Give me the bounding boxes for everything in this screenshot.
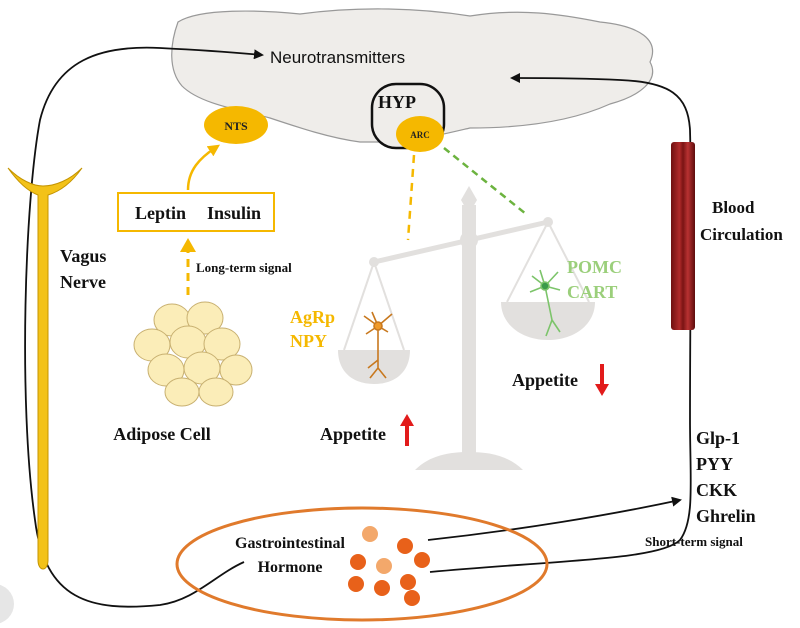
appetite-down-arrow — [595, 364, 609, 396]
leptin-to-nts-arrow — [186, 144, 220, 191]
blood-label-line1: Blood — [712, 198, 755, 217]
nts-nucleus — [204, 106, 268, 144]
gi-ellipse — [175, 506, 549, 622]
arc-to-pomc-dash — [443, 147, 527, 215]
arc-nucleus — [396, 116, 444, 152]
corner-decoration — [0, 584, 14, 624]
pomc-label-line1: POMC — [567, 257, 622, 277]
hormone-pyy: PYY — [696, 454, 733, 474]
blood-label-line2: Circulation — [700, 225, 783, 244]
long-term-arrowhead — [180, 238, 196, 252]
leptin-label: Leptin — [135, 203, 186, 223]
balance-scale — [338, 186, 595, 470]
arc-to-agrp-dash — [406, 154, 416, 241]
appetite-up-arrow — [400, 414, 414, 446]
blood-vessel — [671, 142, 695, 330]
pomc-label-line2: CART — [567, 282, 617, 302]
brain-shape — [171, 8, 654, 143]
appetite-up-label: Appetite — [320, 424, 386, 444]
gi-label-line1: Gastrointestinal — [235, 535, 345, 552]
hyp-label: HYP — [378, 92, 416, 112]
vagus-label-line1: Vagus — [60, 246, 106, 266]
nts-label: NTS — [224, 119, 248, 133]
gi-label-line2: Hormone — [258, 559, 323, 576]
appetite-down-label: Appetite — [512, 370, 578, 390]
vagus-nerve-shape — [7, 167, 83, 570]
insulin-label: Insulin — [207, 203, 261, 223]
hormone-glp1: Glp-1 — [696, 428, 740, 448]
leptin-insulin-box — [117, 192, 275, 232]
pomc-neuron — [529, 269, 561, 337]
short-term-signal-label: Short-term signal — [645, 534, 743, 549]
hormone-ghrelin: Ghrelin — [696, 506, 756, 526]
adipose-cell-cluster — [133, 301, 253, 407]
gi-to-hormones-arrow — [427, 496, 682, 541]
vagus-label-line2: Nerve — [60, 272, 106, 292]
agrp-label-line1: AgRp — [290, 307, 335, 327]
vagus-pathway-line — [24, 46, 264, 608]
agrp-neuron — [363, 311, 393, 379]
adipose-label: Adipose Cell — [113, 424, 211, 444]
long-term-signal-label: Long-term signal — [196, 260, 292, 275]
arc-label: ARC — [410, 130, 430, 140]
gi-hormone-particles — [348, 526, 430, 606]
hormone-ckk: CKK — [696, 480, 737, 500]
neurotransmitters-label: Neurotransmitters — [270, 48, 405, 67]
agrp-label-line2: NPY — [290, 331, 327, 351]
